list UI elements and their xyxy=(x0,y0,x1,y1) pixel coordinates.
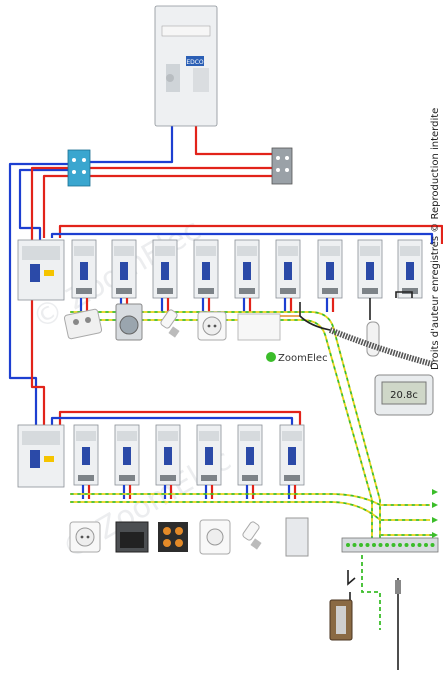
row2-breaker-4 xyxy=(196,424,222,499)
row2-breaker-3 xyxy=(155,424,181,499)
brand-logo: ZoomElec xyxy=(266,352,328,364)
row1-breakers xyxy=(71,239,423,320)
supply-wiring xyxy=(8,120,443,425)
ground-screw xyxy=(430,543,435,547)
cooktop-icon xyxy=(158,522,188,552)
row1-breaker-8 xyxy=(397,239,423,299)
row1-breaker-1 xyxy=(71,239,97,312)
ground-screw xyxy=(391,543,396,547)
row2-breakers xyxy=(73,424,305,499)
water-heater-icon xyxy=(366,321,380,357)
neutral-distribution-block xyxy=(67,149,91,187)
light-bulb-icon-2 xyxy=(242,521,262,550)
row1-breaker-3 xyxy=(152,239,178,312)
outlet-32a-icon xyxy=(199,519,231,555)
electric-heater-icon xyxy=(237,313,281,341)
row2-breaker-5 xyxy=(237,424,263,499)
light-switch-icon xyxy=(63,308,103,340)
ground-screw xyxy=(359,543,363,547)
row2-breaker-2 xyxy=(114,424,140,499)
thermostat: 20.8c xyxy=(374,374,434,416)
row1-breaker-7 xyxy=(317,239,343,312)
earth-rod-assembly xyxy=(329,570,401,670)
ground-screw xyxy=(346,543,350,547)
row2-breaker-6 xyxy=(279,424,305,499)
ground-screw xyxy=(424,543,428,547)
ground-screw xyxy=(352,543,357,547)
brand-logo-text: ZoomElec xyxy=(278,353,328,364)
ground-screw xyxy=(365,543,370,547)
row1-breaker-6 xyxy=(275,239,301,312)
conduit-to-thermostat xyxy=(280,302,433,367)
row2-breaker-1 xyxy=(73,424,99,499)
load-icons-row2 xyxy=(69,517,309,557)
thermostat-reading: 20.8c xyxy=(390,390,418,401)
light-bulb-icon xyxy=(160,309,180,338)
oven-icon xyxy=(115,521,149,553)
meter-brand: EDCO xyxy=(186,59,204,66)
main-breaker-meter: EDCO xyxy=(154,5,218,127)
ground-screw xyxy=(378,543,383,547)
ground-screw xyxy=(411,543,415,547)
row1-breaker-contactor xyxy=(357,239,383,299)
washing-machine-icon xyxy=(115,303,143,341)
row1-breaker-5 xyxy=(234,239,260,312)
towel-radiator-icon xyxy=(285,517,309,557)
power-outlet-icon-2 xyxy=(69,521,101,553)
ground-outlet-arrows xyxy=(432,489,438,538)
ground-terminal-bar xyxy=(341,537,439,553)
load-icons-row1 xyxy=(63,303,380,357)
ground-screw xyxy=(417,543,422,547)
row1-breaker-2 xyxy=(111,239,137,312)
row1-differential-switch xyxy=(17,239,65,301)
phase-distribution-block xyxy=(271,147,293,185)
power-outlet-icon xyxy=(197,311,227,341)
row2-differential-switch xyxy=(17,424,65,488)
row1-breaker-4 xyxy=(193,239,219,312)
ground-screw xyxy=(404,543,409,547)
copyright-notice: Droits d'auteur enregistrés © Reproducti… xyxy=(429,108,441,370)
ground-screw xyxy=(398,543,402,547)
ground-screw xyxy=(372,543,376,547)
ground-screw xyxy=(385,543,389,547)
